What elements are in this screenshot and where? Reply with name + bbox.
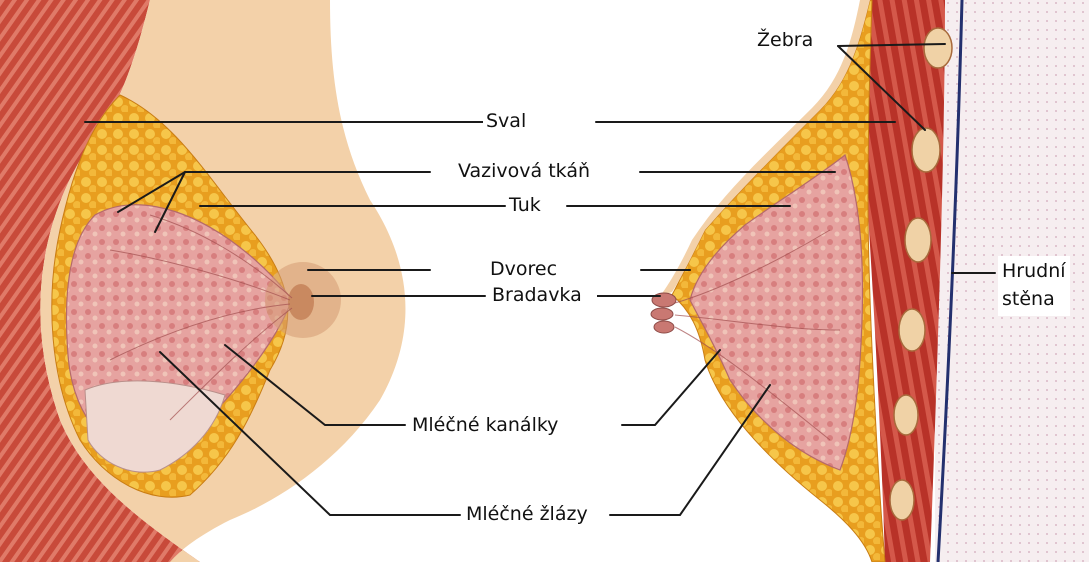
label-ribs: Žebra: [757, 31, 813, 50]
label-mammary-glands: Mléčné žlázy: [466, 505, 588, 524]
left-breast-illustration: [0, 0, 410, 562]
label-fat: Tuk: [509, 196, 541, 215]
label-milk-ducts: Mléčné kanálky: [412, 416, 558, 435]
label-chest-wall-line2: stěna: [1002, 290, 1055, 309]
label-connective-tissue: Vazivová tkáň: [458, 162, 590, 181]
label-muscle: Sval: [486, 112, 526, 131]
label-chest-wall-line1: Hrudní: [1002, 262, 1066, 281]
label-nipple: Bradavka: [492, 286, 582, 305]
nipple-left: [288, 284, 314, 320]
label-areola: Dvorec: [490, 260, 557, 279]
nipple-right: [651, 293, 676, 333]
